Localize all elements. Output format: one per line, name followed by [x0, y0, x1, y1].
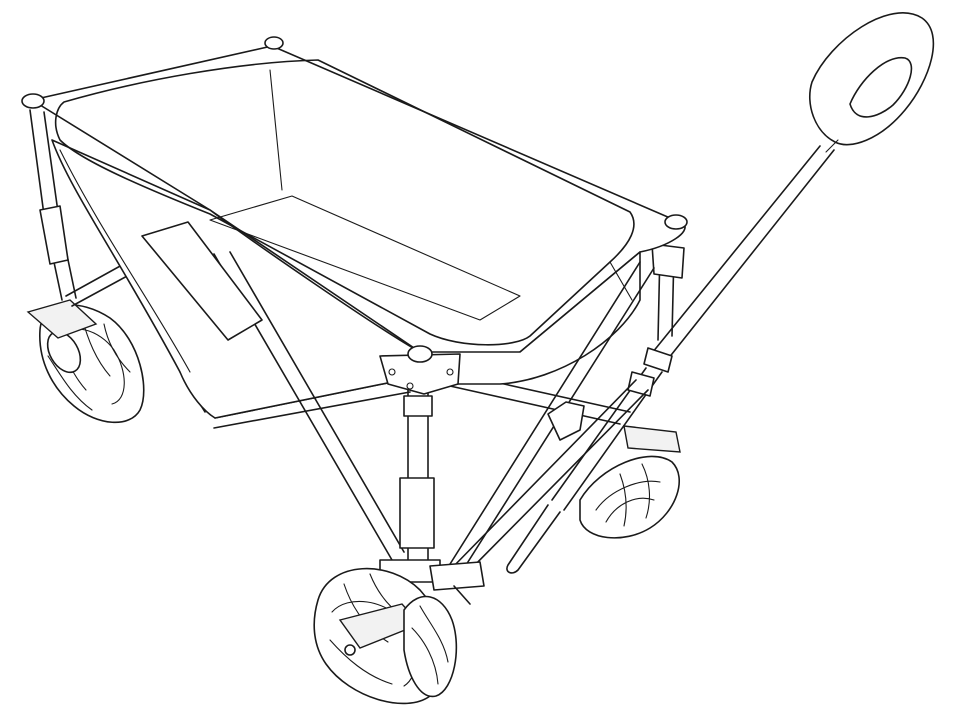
wagon-frame-front — [141, 221, 655, 585]
handle-shaft-right — [663, 149, 835, 365]
tub-body — [51, 139, 421, 419]
corner-caps — [21, 36, 688, 363]
wheel-front-left-bolt — [344, 644, 356, 656]
rear-left-leg-sleeve — [39, 205, 69, 265]
front-center-leg-sleeve — [399, 477, 435, 549]
wheel-rear-right-mount — [623, 425, 681, 453]
wheel-rear-left — [26, 299, 145, 424]
handle-grip — [808, 12, 935, 146]
wagon-tub — [31, 45, 686, 419]
cap-front — [407, 345, 433, 363]
wheel-front-right — [403, 595, 458, 698]
wheel-rear-right — [579, 425, 681, 539]
tub-inner-rim — [54, 59, 635, 346]
handle-stub — [506, 504, 561, 574]
front-corner-bracket — [379, 353, 461, 395]
handle-clip — [547, 401, 585, 441]
front-axle — [379, 559, 485, 605]
cap-rear-left — [21, 93, 45, 109]
cap-rear-back — [264, 36, 284, 50]
wheel-rear-left-mount — [26, 299, 98, 339]
handle-shaft-left — [647, 145, 821, 359]
tub-front-flap — [141, 221, 263, 341]
tub-floor — [209, 195, 521, 321]
handle-grip-inner — [849, 57, 913, 118]
cap-right — [664, 214, 688, 230]
handle-joint-upper — [643, 347, 673, 373]
